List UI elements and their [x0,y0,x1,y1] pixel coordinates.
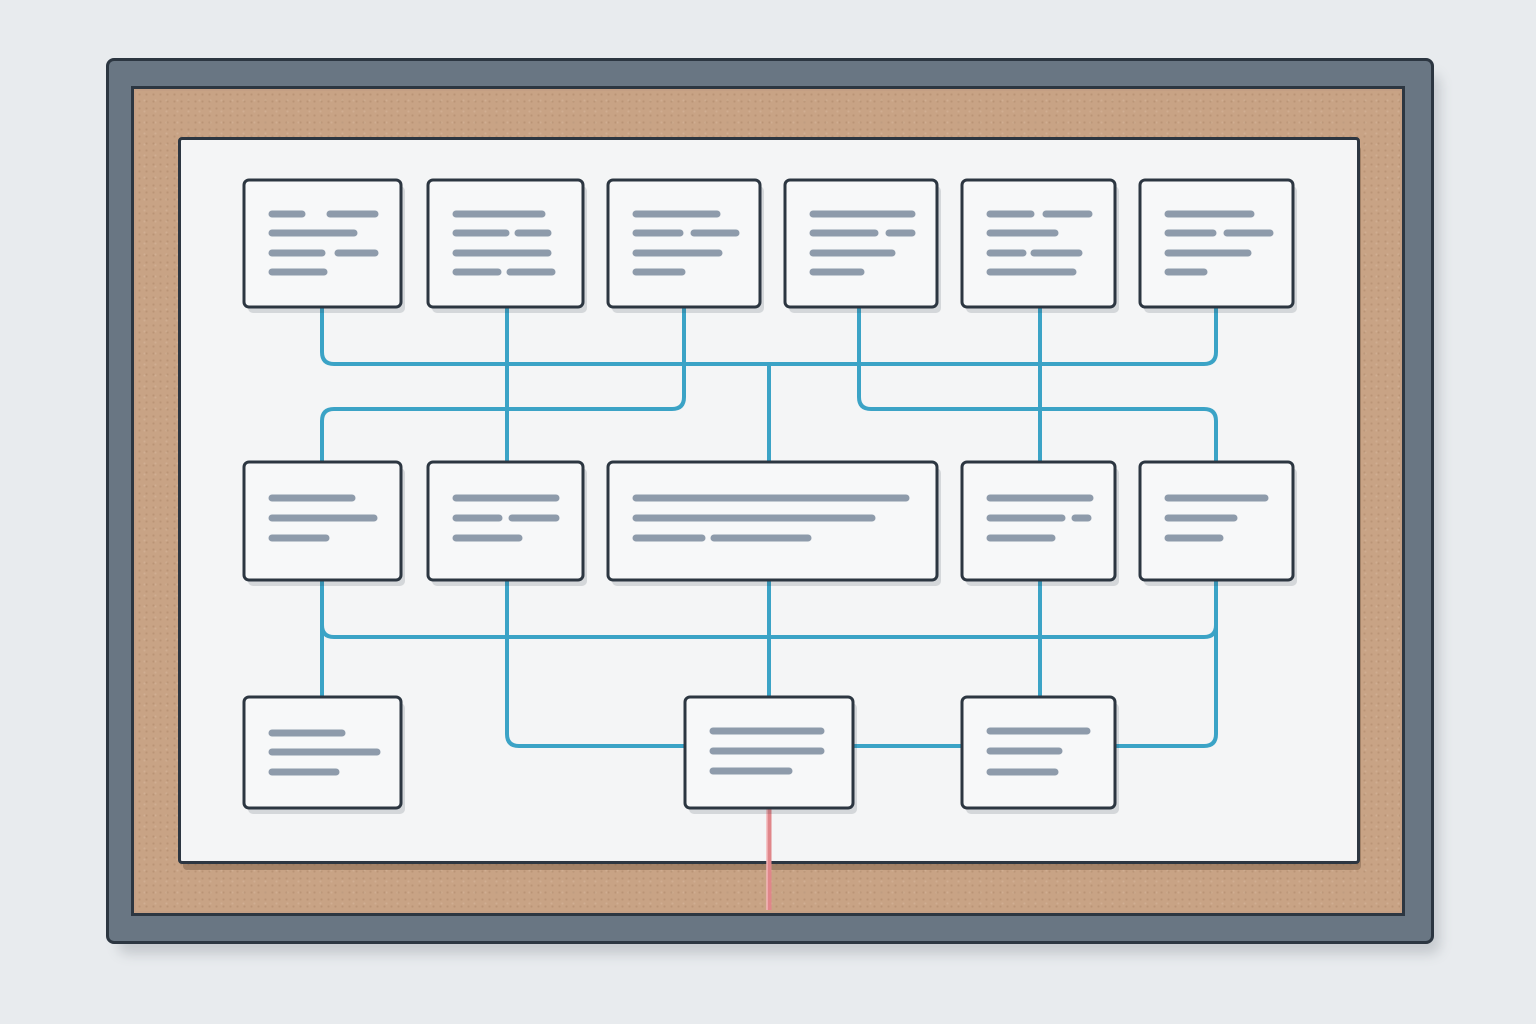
card-top-3 [606,178,764,313]
card-box [783,178,939,309]
card-box [426,460,585,582]
edge-top1-trunk [320,305,1218,366]
card-bottom-3 [960,695,1119,814]
card-box [1138,178,1295,309]
card-box [426,178,585,309]
card-layer [242,178,1297,814]
edge-top4-mid5 [857,305,1218,464]
card-box [242,178,403,309]
card-top-6 [1138,178,1297,313]
card-mid-5 [1138,460,1297,586]
card-bottom-1 [242,695,405,814]
card-mid-2 [426,460,587,586]
card-top-4 [783,178,941,313]
edge-mid2-bottom2 [505,578,687,748]
card-top-5 [960,178,1119,313]
card-box [606,178,762,309]
card-box [960,178,1117,309]
card-mid-1 [242,460,405,586]
card-top-2 [426,178,587,313]
card-bottom-2 [683,695,857,814]
edge-mid5-bottom3 [1113,578,1218,748]
edge-top3-mid1 [320,305,686,464]
card-top-1 [242,178,405,313]
card-mid-wide [606,460,941,586]
card-mid-4 [960,460,1119,586]
connector-layer [320,305,1218,748]
